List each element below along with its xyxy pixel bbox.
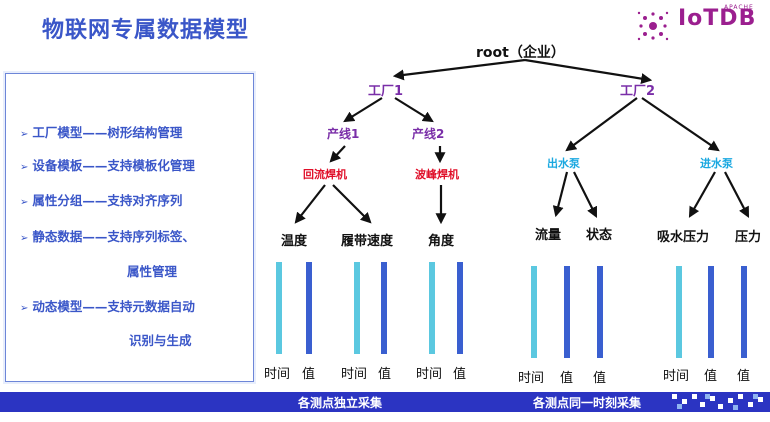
- col-label-value: 值: [560, 371, 574, 386]
- edge-reflow-temp: [294, 184, 326, 224]
- feature-label: 静态数据——支持序列标签、: [32, 229, 195, 244]
- feature-continuation: 属性管理: [127, 264, 178, 279]
- node-meas-suction: 吸水压力: [657, 230, 710, 245]
- node-device-wave: 波峰焊机: [415, 168, 459, 181]
- feature-item: ➢属性分组——支持对齐序列: [20, 190, 182, 209]
- node-meas-pressure: 压力: [735, 230, 762, 245]
- page-title: 物联网专属数据模型: [42, 18, 250, 43]
- bar-value: [457, 262, 463, 354]
- col-label-time: 时间: [341, 367, 368, 382]
- feature-label: 设备模板——支持模板化管理: [32, 158, 195, 173]
- bar-time: [676, 266, 682, 358]
- arrow-right-icon: ➢: [20, 162, 29, 173]
- col-label-value: 值: [378, 367, 392, 382]
- feature-item: ➢设备模板——支持模板化管理: [20, 155, 195, 174]
- arrow-right-icon: ➢: [20, 197, 29, 208]
- edge-root-factory1: [392, 58, 526, 81]
- node-meas-speed: 履带速度: [341, 234, 394, 249]
- bar-value: [597, 266, 603, 358]
- tree-root: root（企业）: [476, 45, 565, 61]
- col-label-time: 时间: [416, 367, 443, 382]
- bar-value: [381, 262, 387, 354]
- node-meas-status: 状态: [586, 228, 613, 243]
- bar-value: [306, 262, 312, 354]
- bar-value: [741, 266, 747, 358]
- edge-factory2-pumpout: [565, 97, 638, 152]
- node-line2: 产线2: [412, 127, 445, 141]
- logo-apache-text: APACHE: [724, 4, 754, 11]
- col-label-time: 时间: [264, 367, 291, 382]
- node-meas-angle: 角度: [428, 234, 455, 249]
- edge-pumpout-flow: [552, 171, 569, 218]
- logo-brand-text: IoTDB: [678, 6, 757, 31]
- node-factory2: 工厂2: [620, 84, 656, 99]
- bar-time: [276, 262, 282, 354]
- footer-right-text: 各测点同一时刻采集: [533, 396, 642, 410]
- footer-left-text: 各测点独立采集: [298, 396, 383, 410]
- feature-label: 属性分组——支持对齐序列: [32, 193, 183, 208]
- feature-panel: ➢工厂模型——树形结构管理 ➢设备模板——支持模板化管理 ➢属性分组——支持对齐…: [5, 73, 254, 382]
- edge-reflow-speed: [332, 184, 372, 224]
- node-device-reflow: 回流焊机: [303, 168, 347, 181]
- edge-pumpin-suction: [688, 171, 716, 218]
- node-pump-in: 进水泵: [700, 157, 733, 170]
- col-label-value: 值: [737, 369, 751, 384]
- feature-label: 工厂模型——树形结构管理: [32, 125, 183, 140]
- feature-label: 动态模型——支持元数据自动: [32, 299, 195, 314]
- node-line1: 产线1: [327, 127, 360, 141]
- node-pump-out: 出水泵: [547, 157, 580, 170]
- edge-line1-reflow: [329, 145, 346, 163]
- feature-continuation: 识别与生成: [129, 333, 192, 348]
- edge-factory1-line2: [394, 97, 434, 123]
- bar-value: [708, 266, 714, 358]
- edge-pumpout-status: [573, 171, 597, 218]
- feature-item: ➢动态模型——支持元数据自动: [20, 296, 195, 315]
- col-label-time: 时间: [663, 369, 690, 384]
- bar-value: [564, 266, 570, 358]
- col-label-time: 时间: [518, 371, 545, 386]
- node-meas-flow: 流量: [535, 228, 562, 243]
- arrow-right-icon: ➢: [20, 303, 29, 314]
- col-label-value: 值: [302, 367, 316, 382]
- bar-time: [429, 262, 435, 354]
- node-meas-temp: 温度: [281, 234, 308, 249]
- feature-item: ➢静态数据——支持序列标签、: [20, 226, 195, 245]
- bar-time: [354, 262, 360, 354]
- col-label-value: 值: [453, 367, 467, 382]
- edge-factory2-pumpin: [641, 97, 720, 152]
- col-label-value: 值: [704, 369, 718, 384]
- arrow-right-icon: ➢: [20, 233, 29, 244]
- edge-root-factory2: [524, 58, 653, 85]
- node-factory1: 工厂1: [368, 84, 404, 99]
- feature-item: ➢工厂模型——树形结构管理: [20, 122, 182, 141]
- bar-time: [531, 266, 537, 358]
- footer-bar: [0, 392, 770, 412]
- edge-factory1-line1: [343, 97, 383, 123]
- arrow-right-icon: ➢: [20, 129, 29, 140]
- edge-pumpin-pressure: [724, 171, 750, 218]
- col-label-value: 值: [593, 371, 607, 386]
